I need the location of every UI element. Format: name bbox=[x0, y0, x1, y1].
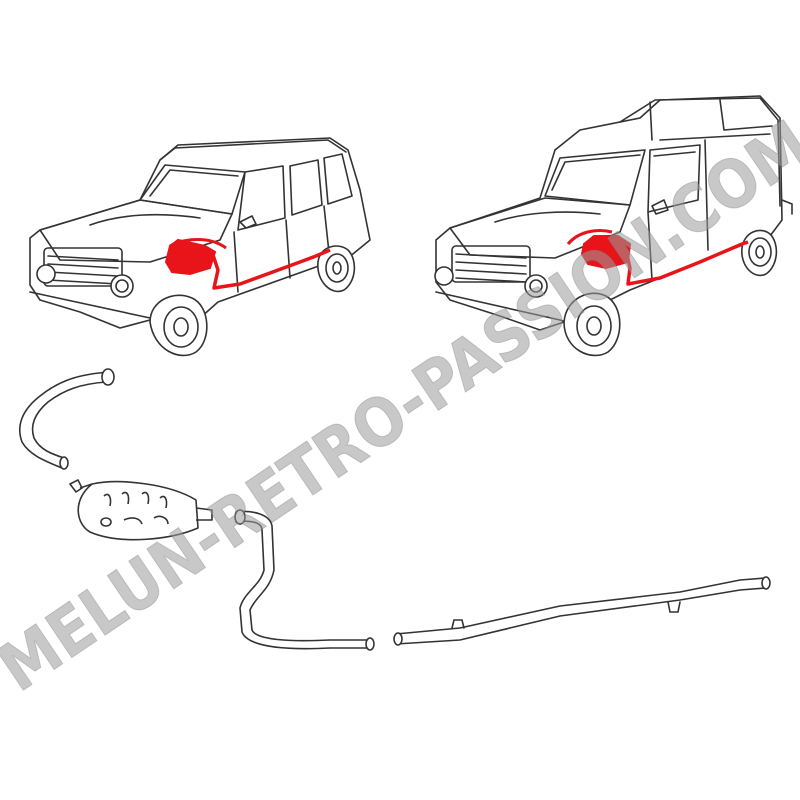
intermediate-pipe bbox=[234, 509, 375, 651]
sedan-exhaust-highlight bbox=[164, 238, 331, 290]
rear-tail-pipe bbox=[393, 576, 771, 646]
watermark: MELUN-RETRO-PASSION.COM bbox=[0, 105, 800, 707]
silencer bbox=[69, 479, 213, 541]
sedan-illustration bbox=[29, 137, 371, 357]
van-exhaust-highlight bbox=[566, 229, 749, 286]
watermark-text: MELUN-RETRO-PASSION.COM bbox=[0, 106, 800, 707]
front-exhaust-pipe bbox=[18, 368, 115, 470]
van-illustration bbox=[434, 95, 793, 357]
